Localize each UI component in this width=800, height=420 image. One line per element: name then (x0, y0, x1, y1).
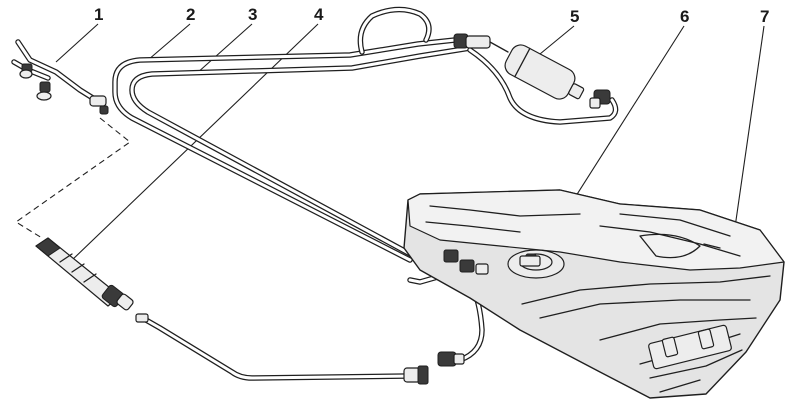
callout-6: 6 (680, 7, 689, 26)
leader-5 (539, 25, 575, 55)
callout-2: 2 (186, 5, 195, 24)
callout-3: 3 (248, 5, 257, 24)
bottom-fuel-line (143, 317, 413, 381)
connector-icon (89, 95, 107, 107)
part-4-coupling-hose (35, 237, 149, 323)
leader-3 (195, 23, 253, 75)
callout-1: 1 (94, 5, 103, 24)
hose-fitting-icon (437, 351, 457, 367)
leader-4 (69, 23, 319, 263)
part-5-fuel-filter (453, 33, 611, 109)
part-7-fuel-tank (403, 189, 785, 399)
callout-4: 4 (314, 5, 324, 24)
callout-5: 5 (570, 7, 579, 26)
callout-7: 7 (760, 7, 769, 26)
leader-lines (55, 23, 765, 263)
dashed-link (14, 117, 131, 239)
leader-1 (55, 23, 99, 63)
part-6-sender-unit (519, 255, 541, 267)
fuel-filter-icon (504, 44, 576, 100)
bottom-fittings (403, 351, 465, 385)
callout-labels: 1 2 3 4 5 6 7 (94, 5, 769, 26)
leader-2 (147, 23, 191, 61)
sender-fitting-icon (519, 255, 541, 267)
fuel-lines (112, 6, 619, 381)
part-1-vent-hoses (11, 39, 109, 115)
